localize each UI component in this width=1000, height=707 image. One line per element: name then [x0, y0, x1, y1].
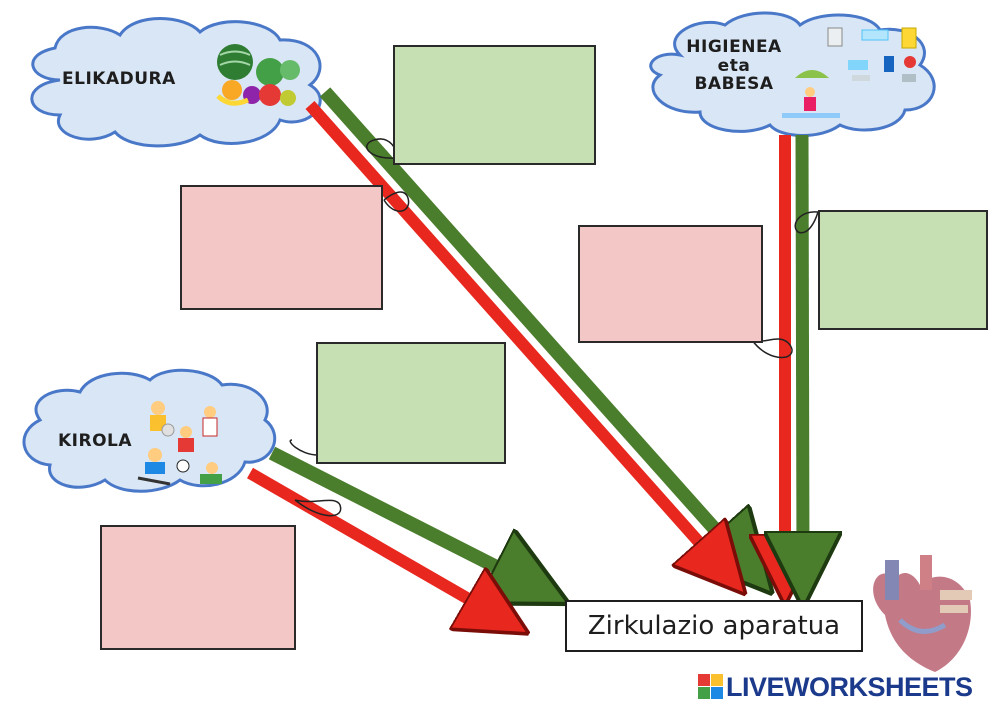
answer-box-higienea-green[interactable]: [818, 210, 988, 330]
brand: LIVEWORKSHEETS: [726, 670, 973, 704]
answer-box-kirola-red[interactable]: [100, 525, 296, 650]
answer-box-elikadura-red[interactable]: [180, 185, 383, 310]
cloud-label-higienea-line1: HIGIENEA: [686, 37, 782, 57]
sports-kids-icon: [137, 401, 222, 486]
answer-box-kirola-green[interactable]: [316, 342, 506, 464]
arrow-elikadura-red: [305, 101, 722, 568]
cloud-label-higienea-line2: eta: [717, 55, 751, 76]
cloud-higienea: [649, 11, 936, 137]
heart-icon: [873, 555, 972, 672]
cloud-label-higienea-line3: BABESA: [694, 74, 774, 95]
arrow-kirola-green: [268, 446, 532, 585]
answer-box-higienea-red[interactable]: [578, 225, 763, 343]
brand-text: LIVEWORKSHEETS: [726, 671, 973, 702]
answer-box-elikadura-green[interactable]: [393, 45, 596, 165]
cloud-label-elikadura: ELIKADURA: [62, 69, 176, 89]
arrow-higienea-green: [802, 134, 803, 570]
arrow-kirola-red: [247, 467, 498, 616]
fruits-vegetables-icon: [216, 44, 300, 106]
target-label-zirkulazio: Zirkulazio aparatua: [565, 600, 863, 652]
liveworksheets-logo-icon: [698, 674, 723, 699]
arrow-elikadura-green: [319, 87, 745, 563]
cloud-label-higienea: HIGIENEA eta BABESA: [682, 38, 786, 94]
cloud-kirola: [22, 368, 277, 493]
hygiene-items-icon: [782, 27, 917, 118]
cloud-label-kirola: KIROLA: [58, 431, 133, 451]
arrows: [247, 87, 803, 616]
